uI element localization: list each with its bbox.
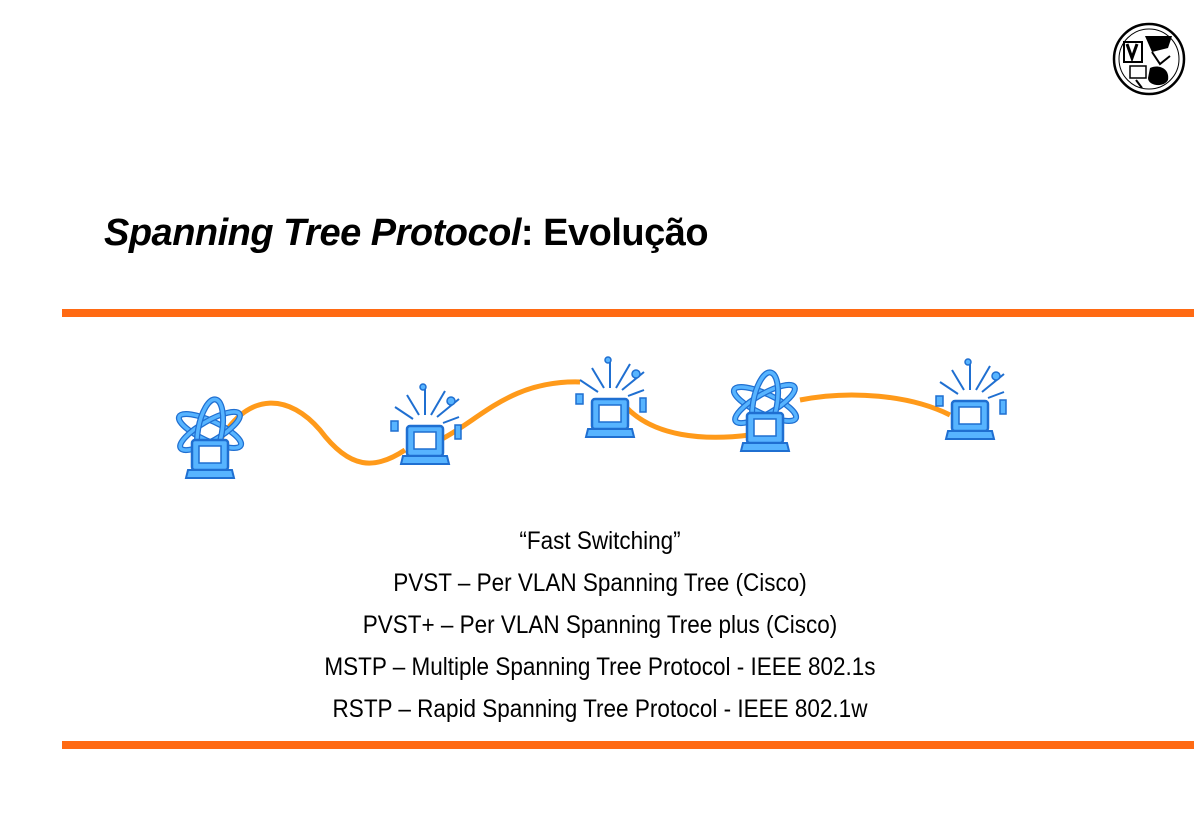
institution-seal-icon xyxy=(1112,22,1186,96)
computer-broadcast-icon xyxy=(936,359,1006,439)
slide-title-italic: Spanning Tree Protocol xyxy=(104,212,521,254)
network-illustration xyxy=(150,340,1050,500)
protocol-line: “Fast Switching” xyxy=(519,527,681,555)
divider-top xyxy=(62,309,1194,317)
protocol-line: PVST – Per VLAN Spanning Tree (Cisco) xyxy=(393,569,807,597)
protocol-line: PVST+ – Per VLAN Spanning Tree plus (Cis… xyxy=(362,611,838,639)
protocol-line: MSTP – Multiple Spanning Tree Protocol -… xyxy=(324,653,876,681)
slide-title-rest: : Evolução xyxy=(520,212,709,254)
protocol-line: RSTP – Rapid Spanning Tree Protocol - IE… xyxy=(332,695,868,723)
divider-bottom xyxy=(62,741,1194,749)
computer-globe-icon xyxy=(730,370,800,451)
protocol-list: “Fast Switching” PVST – Per VLAN Spannin… xyxy=(60,520,1140,730)
slide-title: Spanning Tree Protocol: Evolução xyxy=(104,212,709,255)
computer-globe-icon xyxy=(175,397,245,478)
computer-broadcast-icon xyxy=(576,357,646,437)
